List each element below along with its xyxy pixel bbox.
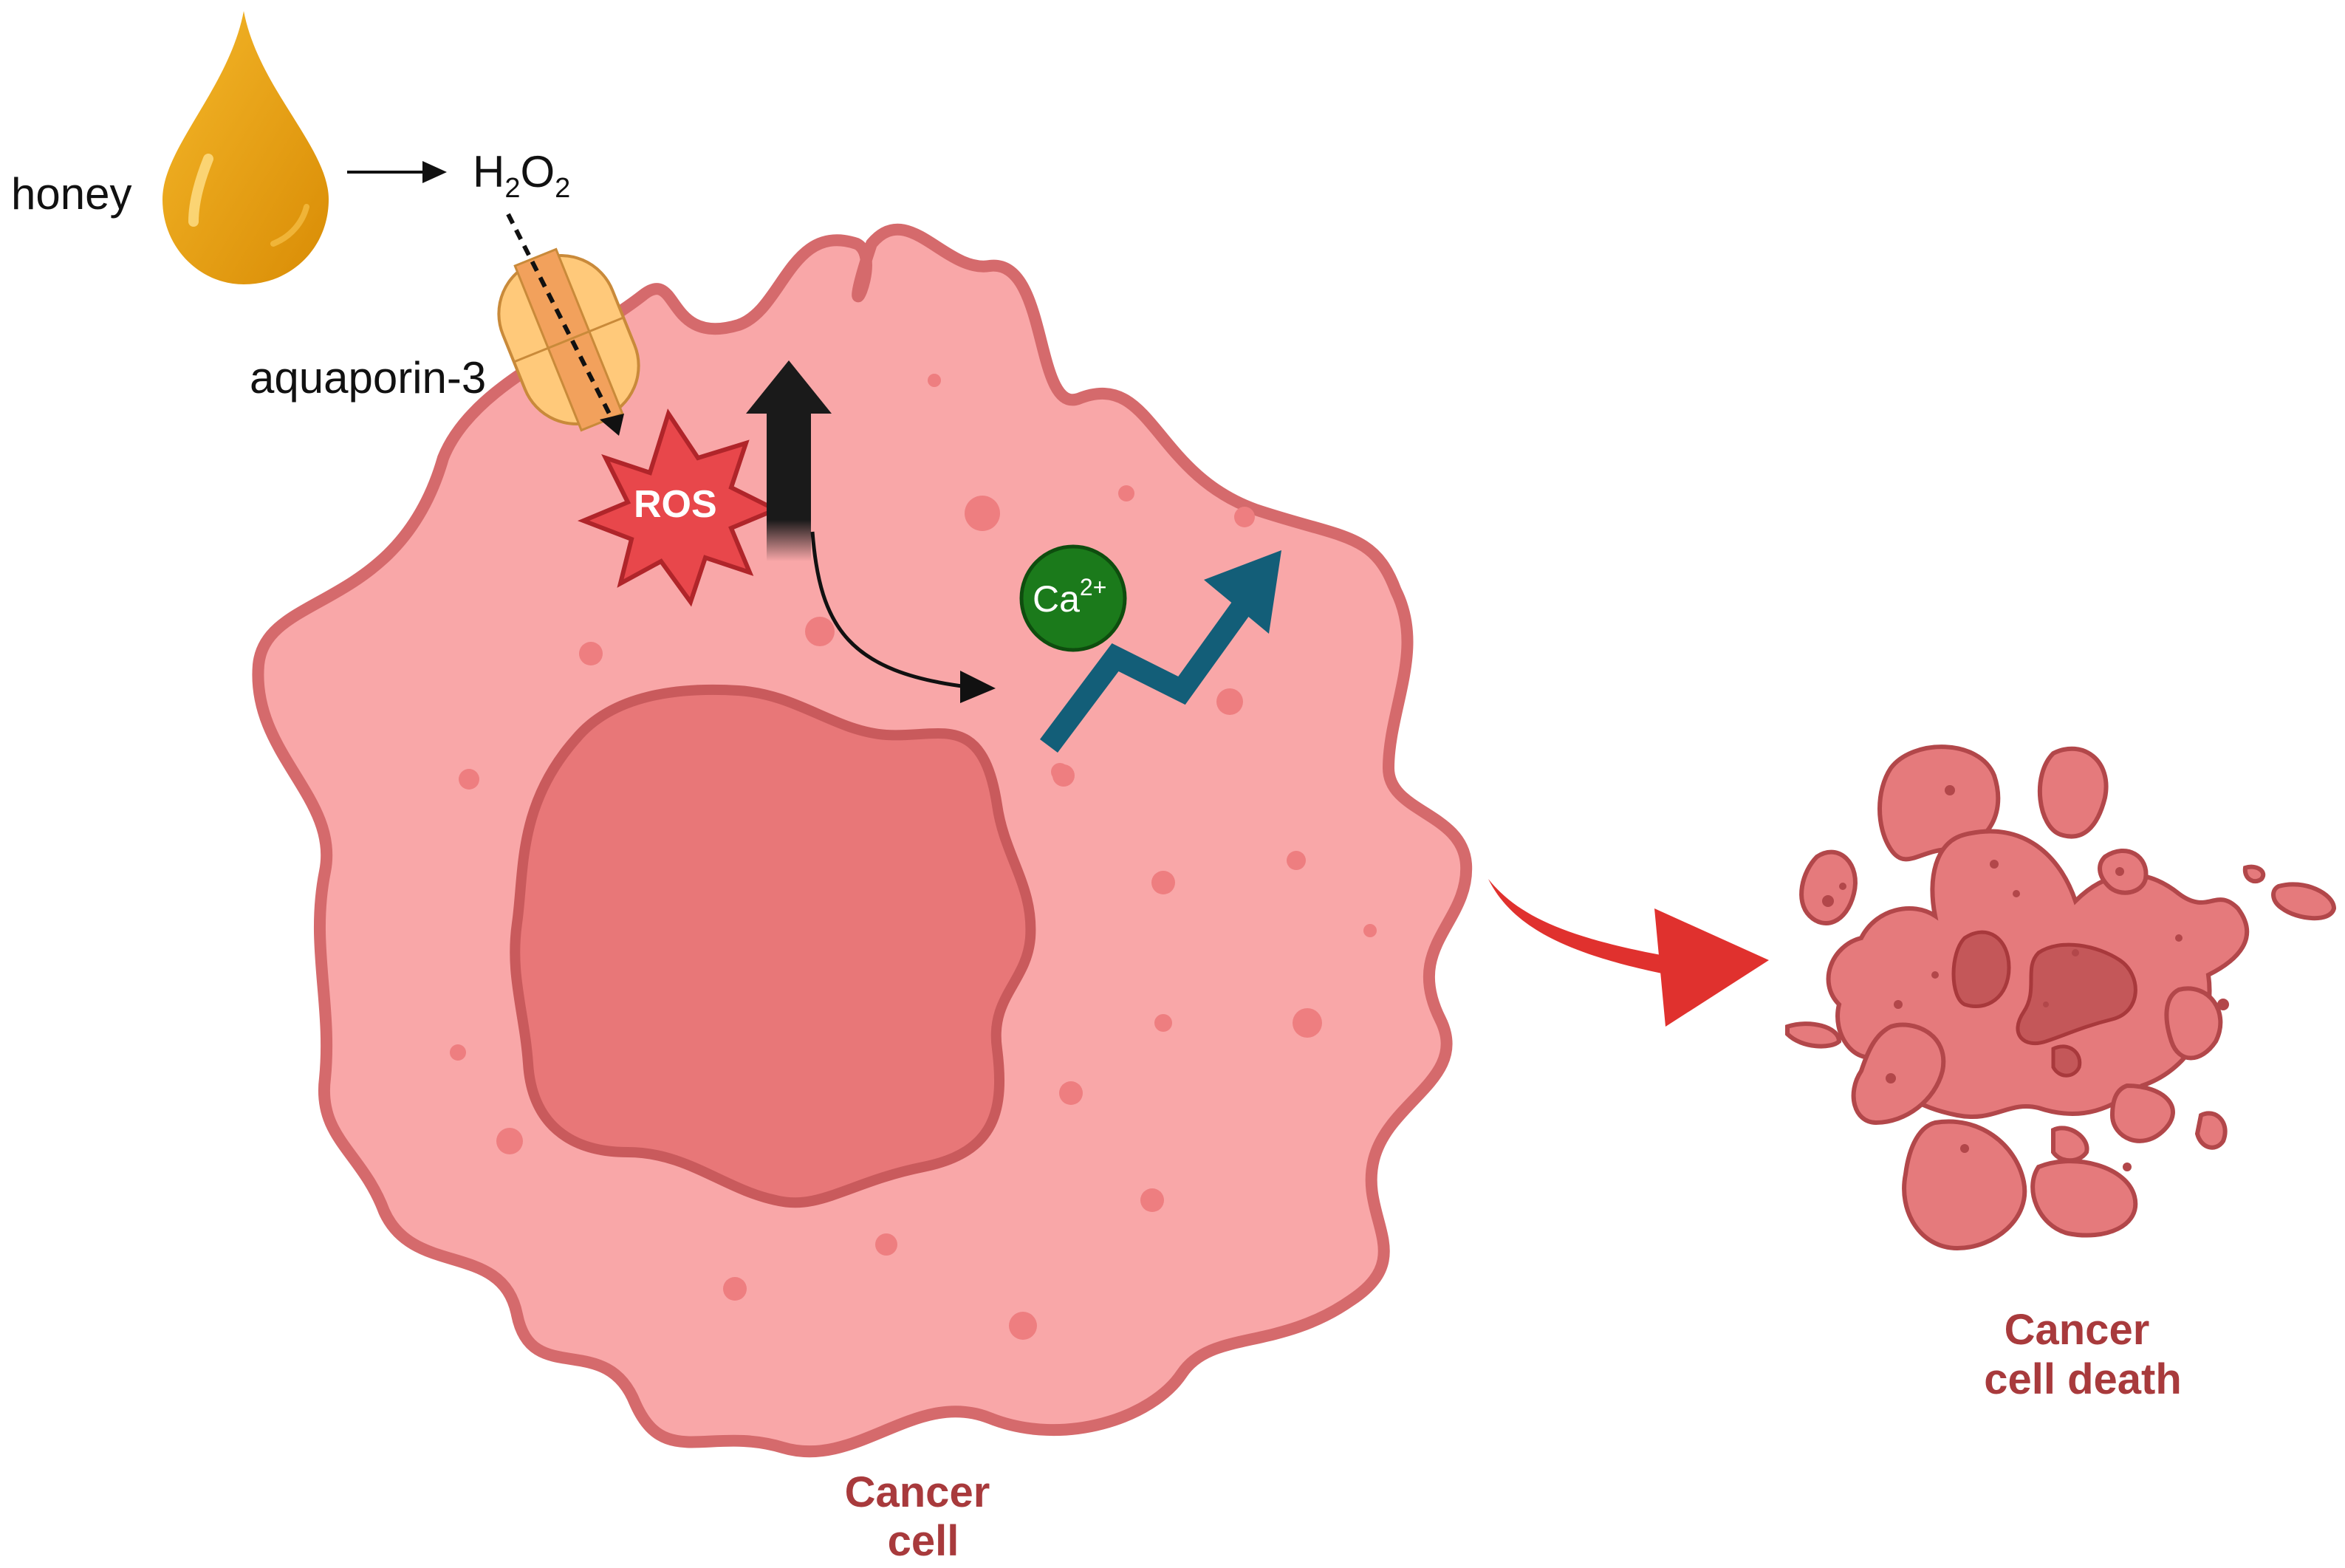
h2o2-diffusion-dashed-line [506, 213, 615, 422]
calcium-ion-icon [1019, 544, 1127, 652]
calcium-symbol: Ca [1033, 578, 1080, 620]
calcium-increase-arrow-icon [1040, 550, 1281, 753]
cell-death-caption: Cancer cell death [1984, 1306, 2182, 1403]
h2o2-sub-2: 2 [555, 173, 570, 204]
curved-arrow-to-calcium [810, 531, 996, 703]
aquaporin-3-label: aquaporin-3 [250, 353, 486, 403]
cancer-cell [252, 223, 1473, 1458]
ros-burst-icon [577, 408, 781, 607]
ros-label: ROS [634, 483, 717, 526]
dead-cell-specks [1822, 785, 2229, 1171]
cancer-cell-caption-line-2: cell [888, 1517, 959, 1565]
h2o2-h: H [473, 147, 504, 196]
up-arrow-icon [746, 360, 832, 561]
honey-to-h2o2-arrow [347, 161, 447, 183]
calcium-label: Ca2+ [1033, 574, 1106, 620]
honey-drop-icon [162, 11, 329, 284]
cancer-cell-caption-line-1: Cancer [845, 1468, 990, 1516]
aquaporin-3-channel-icon [497, 247, 640, 432]
cell-death-caption-line-1: Cancer [2005, 1306, 2150, 1354]
h2o2-label: H2O2 [473, 147, 570, 204]
cell-death-arrow-icon [1488, 879, 1769, 1027]
honey-label: honey [11, 169, 131, 219]
cell-death-caption-line-2: cell death [1984, 1355, 2182, 1403]
h2o2-o: O [520, 147, 555, 196]
h2o2-diffusion-arrowhead [600, 414, 624, 436]
dead-cell-dark-fragments [1951, 930, 2137, 1078]
calcium-charge: 2+ [1080, 574, 1106, 600]
cytoplasm-granules [450, 374, 1377, 1340]
h2o2-sub-1: 2 [504, 173, 520, 204]
cancer-cell-caption: Cancer cell [845, 1468, 1002, 1565]
nucleus [510, 684, 1036, 1208]
